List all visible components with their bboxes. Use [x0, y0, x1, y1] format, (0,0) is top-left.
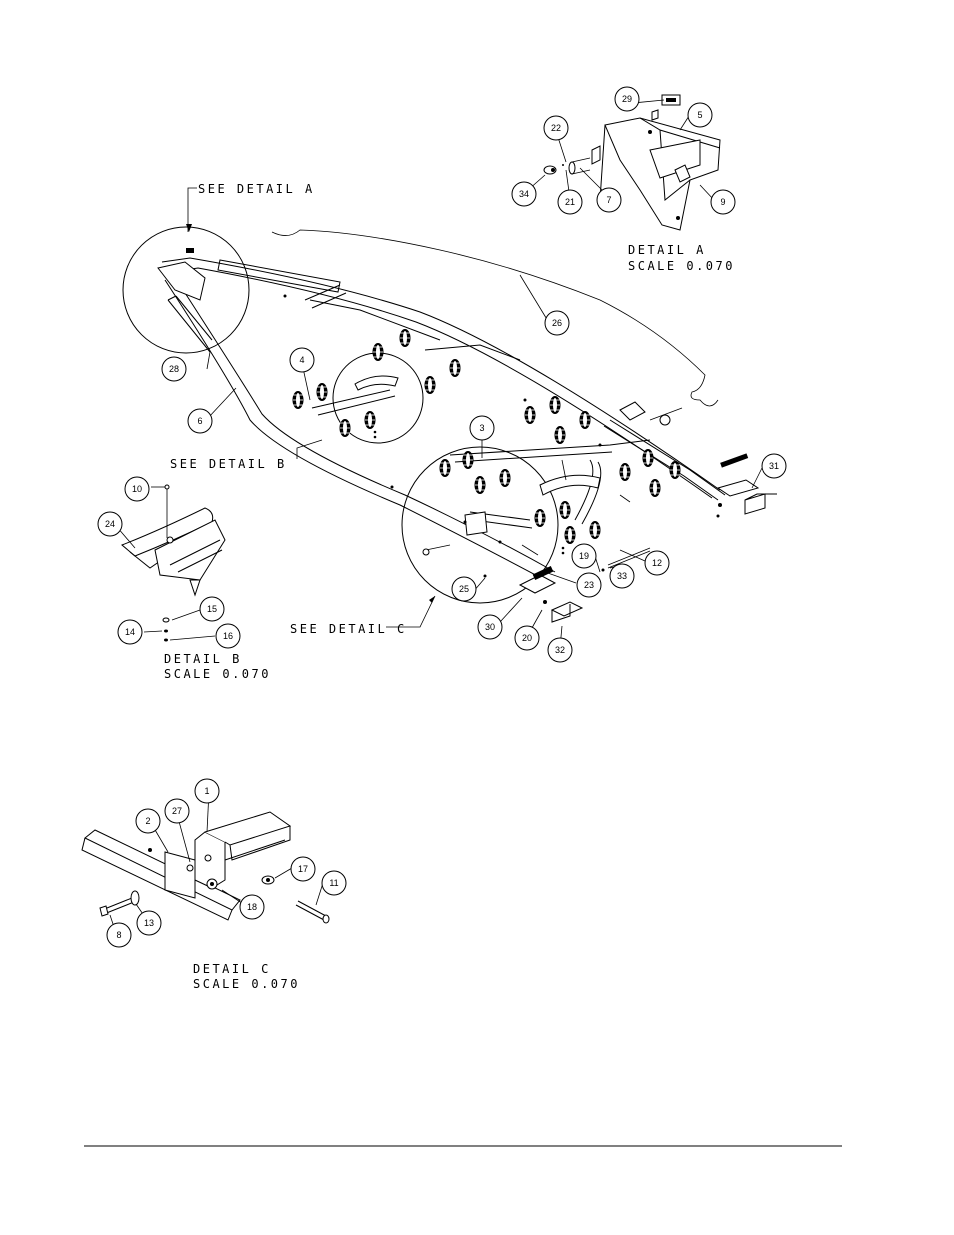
callout-10: 10 — [124, 476, 150, 502]
detail-c-scale: SCALE 0.070 — [193, 977, 300, 991]
callout-7-label: 7 — [606, 195, 611, 205]
callout-15-label: 15 — [207, 604, 217, 614]
callout-9-label: 9 — [720, 197, 725, 207]
callout-7: 7 — [596, 187, 622, 213]
see-detail-a-label: SEE DETAIL A — [198, 182, 315, 196]
detail-a-circle — [122, 226, 250, 354]
callout-2-label: 2 — [145, 816, 150, 826]
callout-17: 17 — [290, 856, 316, 882]
callout-5-label: 5 — [697, 110, 702, 120]
callout-9: 9 — [710, 189, 736, 215]
callout-4: 4 — [289, 347, 315, 373]
rear-hardware — [422, 407, 777, 623]
detail-a-title: DETAIL A — [628, 243, 706, 257]
callout-13-label: 13 — [144, 918, 154, 928]
callout-21: 21 — [557, 189, 583, 215]
callout-21-label: 21 — [565, 197, 575, 207]
callout-6: 6 — [187, 408, 213, 434]
callout-26-label: 26 — [552, 318, 562, 328]
callout-16-label: 16 — [223, 631, 233, 641]
callout-20-label: 20 — [522, 633, 532, 643]
callout-23-label: 23 — [584, 580, 594, 590]
detail-c-title: DETAIL C — [193, 962, 271, 976]
callout-34-label: 34 — [519, 189, 529, 199]
detail-a-scale: SCALE 0.070 — [628, 259, 735, 273]
detail-b-title: DETAIL B — [164, 652, 242, 666]
callout-11-label: 11 — [329, 878, 338, 888]
callout-1: 1 — [194, 778, 220, 804]
callout-33: 33 — [609, 563, 635, 589]
callout-4-label: 4 — [299, 355, 304, 365]
callout-12-label: 12 — [652, 558, 662, 568]
callout-8-label: 8 — [116, 930, 121, 940]
callout-25: 25 — [451, 576, 477, 602]
callout-26: 26 — [544, 310, 570, 336]
callout-10-label: 10 — [132, 484, 142, 494]
detail-b-scale: SCALE 0.070 — [164, 667, 271, 681]
callout-18: 18 — [239, 894, 265, 920]
detail-a-drawing — [543, 94, 721, 231]
callout-14-label: 14 — [125, 627, 135, 637]
detail-b-drawing — [121, 484, 226, 642]
callout-34: 34 — [511, 181, 537, 207]
see-detail-b-label: SEE DETAIL B — [170, 457, 287, 471]
callout-13: 13 — [136, 910, 162, 936]
callout-24: 24 — [97, 511, 123, 537]
callout-24-label: 24 — [105, 519, 115, 529]
callout-2: 2 — [135, 808, 161, 834]
callout-32: 32 — [547, 637, 573, 663]
callout-31: 31 — [761, 453, 787, 479]
callout-17-label: 17 — [298, 864, 308, 874]
callout-30-label: 30 — [485, 622, 495, 632]
callout-22-label: 22 — [551, 123, 561, 133]
callout-22: 22 — [543, 115, 569, 141]
callout-27: 27 — [164, 798, 190, 824]
callout-18-label: 18 — [247, 902, 257, 912]
callout-31-label: 31 — [769, 461, 779, 471]
callout-28-label: 28 — [169, 364, 179, 374]
callout-19-label: 19 — [579, 551, 589, 561]
callout-8: 8 — [106, 922, 132, 948]
callout-25-label: 25 — [459, 584, 469, 594]
callout-29-label: 29 — [622, 94, 632, 104]
callout-32-label: 32 — [555, 645, 565, 655]
detail-c-circle — [401, 446, 559, 604]
callout-33-label: 33 — [617, 571, 627, 581]
callout-27-label: 27 — [172, 806, 182, 816]
callout-12: 12 — [644, 550, 670, 576]
callout-19: 19 — [571, 543, 597, 569]
callout-1-label: 1 — [204, 786, 209, 796]
callout-28: 28 — [161, 356, 187, 382]
callout-15: 15 — [199, 596, 225, 622]
trailer-frame — [157, 229, 726, 581]
callout-23: 23 — [576, 572, 602, 598]
callout-29: 29 — [614, 86, 640, 112]
callout-5: 5 — [687, 102, 713, 128]
callout-6-label: 6 — [197, 416, 202, 426]
callout-14: 14 — [117, 619, 143, 645]
roller-assembly-front — [292, 328, 461, 439]
callout-30: 30 — [477, 614, 503, 640]
callout-20: 20 — [514, 625, 540, 651]
detail-c-drawing — [81, 811, 330, 924]
roller-assembly-middle — [439, 450, 601, 555]
callout-11: 11 — [321, 870, 347, 896]
callout-16: 16 — [215, 623, 241, 649]
callout-3-label: 3 — [479, 423, 484, 433]
callout-3: 3 — [469, 415, 495, 441]
see-detail-c-label: SEE DETAIL C — [290, 622, 407, 636]
